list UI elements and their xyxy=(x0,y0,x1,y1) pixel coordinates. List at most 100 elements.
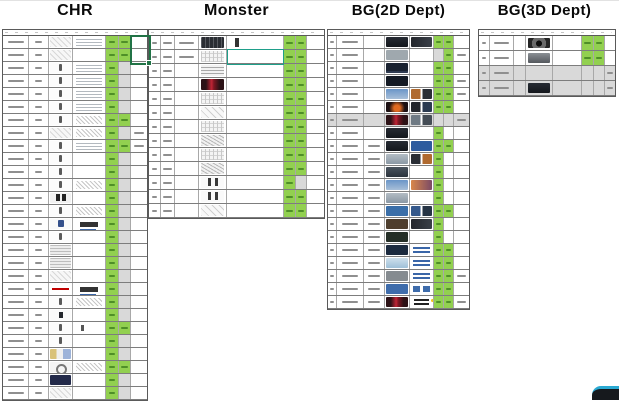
cell-name[interactable] xyxy=(3,36,29,48)
cell-notes[interactable] xyxy=(227,176,284,189)
cell-notes[interactable] xyxy=(73,348,106,360)
cell-last[interactable] xyxy=(454,231,469,243)
cell-last[interactable] xyxy=(131,283,147,295)
cell-last[interactable] xyxy=(454,101,469,113)
thumbnail-image[interactable] xyxy=(386,232,408,242)
cell-last[interactable] xyxy=(454,49,469,61)
cell-date[interactable] xyxy=(29,166,49,178)
status-cell[interactable] xyxy=(106,322,119,334)
status-cell[interactable] xyxy=(119,114,131,126)
thumbnail-image[interactable] xyxy=(50,193,71,203)
status-cell[interactable] xyxy=(119,387,131,399)
cell-last[interactable] xyxy=(131,322,147,334)
status-cell[interactable] xyxy=(106,140,119,152)
thumbnail-image[interactable] xyxy=(50,310,71,320)
cell-name[interactable] xyxy=(161,50,175,63)
cell-last[interactable] xyxy=(131,309,147,321)
cell-name[interactable] xyxy=(3,62,29,74)
cell-last[interactable] xyxy=(605,81,615,95)
status-cell[interactable] xyxy=(106,62,119,74)
cell-name[interactable] xyxy=(161,78,175,91)
status-cell[interactable] xyxy=(434,127,444,139)
status-cell[interactable] xyxy=(444,49,454,61)
cell-num[interactable] xyxy=(328,231,337,243)
cell-date[interactable] xyxy=(29,387,49,399)
status-cell[interactable] xyxy=(284,78,296,91)
cell-text3[interactable] xyxy=(364,205,385,217)
status-cell[interactable] xyxy=(434,140,444,152)
cell-notes[interactable] xyxy=(73,101,106,113)
cell-date[interactable] xyxy=(29,49,49,61)
cell-num[interactable] xyxy=(479,66,490,80)
thumbnail-image[interactable] xyxy=(50,245,71,255)
status-cell[interactable] xyxy=(594,66,605,80)
cell-last[interactable] xyxy=(131,153,147,165)
cell-last[interactable] xyxy=(131,88,147,100)
status-cell[interactable] xyxy=(119,374,131,386)
cell-last[interactable] xyxy=(131,101,147,113)
status-cell[interactable] xyxy=(119,88,131,100)
cell-last[interactable] xyxy=(454,296,469,308)
cell-notes[interactable] xyxy=(73,49,106,61)
cell-num[interactable] xyxy=(149,162,161,175)
status-cell[interactable] xyxy=(284,92,296,105)
cell-last[interactable] xyxy=(454,283,469,295)
thumbnail-image[interactable] xyxy=(50,258,71,268)
cell-name[interactable] xyxy=(161,162,175,175)
cell-text3[interactable] xyxy=(364,75,385,87)
status-cell[interactable] xyxy=(296,92,307,105)
status-cell[interactable] xyxy=(119,101,131,113)
cell-num[interactable] xyxy=(328,101,337,113)
status-cell[interactable] xyxy=(119,179,131,191)
status-cell[interactable] xyxy=(119,75,131,87)
cell-name[interactable] xyxy=(3,283,29,295)
cell-notes[interactable] xyxy=(73,218,106,230)
cell-last[interactable] xyxy=(454,88,469,100)
thumbnail-image[interactable] xyxy=(200,93,225,104)
cell-last[interactable] xyxy=(454,218,469,230)
cell-notes[interactable] xyxy=(73,127,106,139)
cell-notes[interactable] xyxy=(553,66,582,80)
cell-notes[interactable] xyxy=(553,81,582,95)
status-cell[interactable] xyxy=(434,283,444,295)
cell-last[interactable] xyxy=(307,92,324,105)
cell-name[interactable] xyxy=(161,134,175,147)
status-cell[interactable] xyxy=(106,166,119,178)
cell-num[interactable] xyxy=(149,176,161,189)
status-cell[interactable] xyxy=(106,218,119,230)
cell-date[interactable] xyxy=(29,140,49,152)
cell-notes[interactable] xyxy=(73,335,106,347)
cell-name[interactable] xyxy=(337,296,364,308)
cell-name[interactable] xyxy=(3,114,29,126)
status-cell[interactable] xyxy=(284,134,296,147)
cell-notes[interactable] xyxy=(73,322,106,334)
cell-notes[interactable] xyxy=(227,204,284,217)
status-cell[interactable] xyxy=(444,114,454,126)
cell-name[interactable] xyxy=(3,348,29,360)
status-cell[interactable] xyxy=(434,244,444,256)
status-cell[interactable] xyxy=(119,244,131,256)
cell-last[interactable] xyxy=(131,192,147,204)
cell-notes[interactable] xyxy=(227,92,284,105)
status-cell[interactable] xyxy=(296,134,307,147)
cell-name[interactable] xyxy=(337,88,364,100)
status-cell[interactable] xyxy=(296,204,307,217)
cell-name[interactable] xyxy=(337,257,364,269)
cell-name[interactable] xyxy=(337,179,364,191)
thumbnail-image[interactable] xyxy=(50,167,71,177)
status-cell[interactable] xyxy=(444,270,454,282)
cell-last[interactable] xyxy=(131,374,147,386)
status-cell[interactable] xyxy=(106,348,119,360)
thumbnail-image[interactable] xyxy=(411,206,432,216)
status-cell[interactable] xyxy=(444,36,454,48)
status-cell[interactable] xyxy=(582,81,594,95)
cell-name[interactable] xyxy=(161,148,175,161)
cell-date[interactable] xyxy=(29,257,49,269)
thumbnail-image[interactable] xyxy=(386,154,408,164)
cell-name[interactable] xyxy=(161,204,175,217)
cell-num[interactable] xyxy=(328,296,337,308)
cell-last[interactable] xyxy=(605,36,615,50)
cell-last[interactable] xyxy=(454,75,469,87)
cell-last[interactable] xyxy=(131,348,147,360)
status-cell[interactable] xyxy=(296,106,307,119)
